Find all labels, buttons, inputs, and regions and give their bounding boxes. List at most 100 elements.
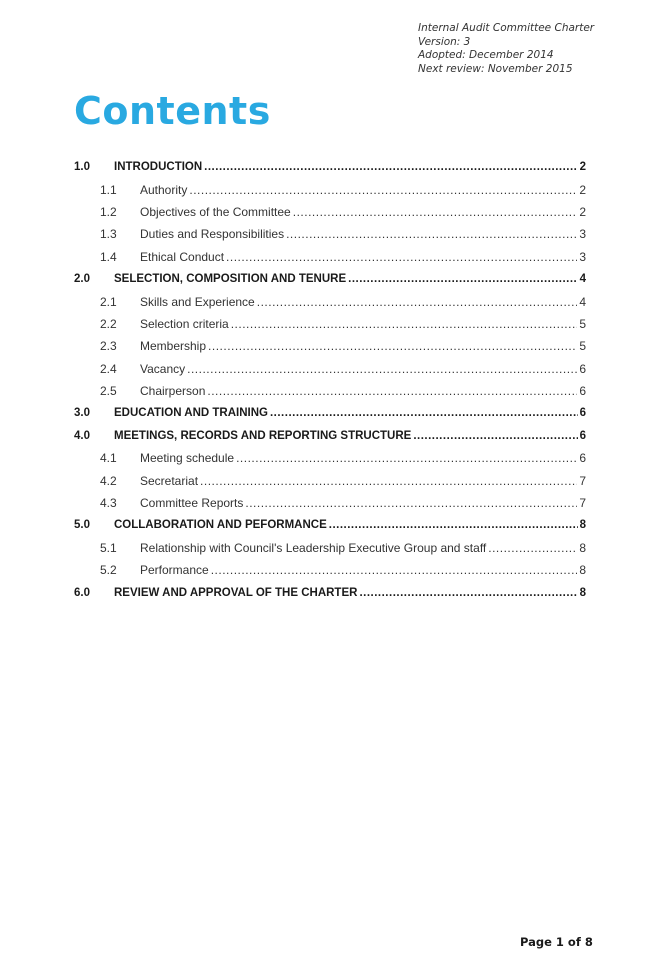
toc-entry-number: 4.1 <box>100 451 117 466</box>
toc-entry-label: Selection criteria <box>140 316 229 331</box>
toc-entry-label: INTRODUCTION <box>114 161 203 174</box>
toc-entry-label: Ethical Conduct <box>140 249 225 264</box>
toc-dot-leader <box>488 541 577 555</box>
toc-entry-page: 5 <box>579 339 586 354</box>
toc-entry-label: Skills and Experience <box>140 294 255 309</box>
toc-dot-leader <box>207 384 577 398</box>
toc-entry-page: 2 <box>579 182 586 197</box>
toc-dot-leader <box>211 563 578 577</box>
toc-section-entry[interactable]: 4.0 MEETINGS, RECORDS AND REPORTING STRUC… <box>74 425 586 447</box>
toc-dot-leader <box>329 519 578 531</box>
toc-entry-label: Performance <box>140 563 209 578</box>
toc-entry-label: Membership <box>140 339 207 354</box>
toc-entry-number: 5.0 <box>74 519 90 532</box>
toc-entry-page: 7 <box>579 473 586 488</box>
document-header: Internal Audit Committee Charter Version… <box>418 22 594 76</box>
toc-entry-page: 7 <box>579 496 586 511</box>
toc-dot-leader <box>231 317 578 331</box>
table-of-contents: 1.0 INTRODUCTION 2 1.1 Authority 2 1.2 Objectiv… <box>74 156 586 604</box>
toc-section-entry[interactable]: 3.0 EDUCATION AND TRAINING 6 <box>74 402 586 424</box>
toc-entry-number: 5.1 <box>100 540 117 555</box>
toc-entry-label: EDUCATION AND TRAINING <box>114 407 268 420</box>
toc-entry-page: 2 <box>579 204 586 219</box>
toc-subsection-entry[interactable]: 1.1 Authority 2 <box>74 178 586 200</box>
toc-entry-number: 6.0 <box>74 586 90 599</box>
document-adopted-date: Adopted: December 2014 <box>418 49 554 61</box>
toc-entry-page: 8 <box>579 519 586 532</box>
toc-dot-leader <box>226 250 577 264</box>
toc-entry-number: 1.2 <box>100 204 117 219</box>
toc-dot-leader <box>187 362 577 376</box>
toc-entry-number: 1.3 <box>100 227 117 242</box>
toc-entry-page: 6 <box>579 407 586 420</box>
toc-entry-page: 5 <box>579 316 586 331</box>
toc-dot-leader <box>293 205 578 219</box>
toc-entry-label: MEETINGS, RECORDS AND REPORTING STRUCTUR… <box>114 429 412 442</box>
toc-entry-page: 6 <box>579 451 586 466</box>
toc-entry-label: Duties and Responsibilities <box>140 227 285 242</box>
toc-entry-label: Committee Reports <box>140 496 244 511</box>
toc-dot-leader <box>348 273 577 285</box>
page-title: Contents <box>74 89 271 133</box>
toc-entry-number: 2.3 <box>100 339 117 354</box>
document-next-review: Next review: November 2015 <box>418 62 573 75</box>
toc-subsection-entry[interactable]: 4.1 Meeting schedule 6 <box>74 447 586 469</box>
toc-dot-leader <box>359 587 577 599</box>
toc-subsection-entry[interactable]: 1.3 Duties and Responsibilities 3 <box>74 223 586 245</box>
toc-entry-label: Secretariat <box>140 473 199 488</box>
toc-entry-page: 8 <box>579 586 586 599</box>
toc-dot-leader <box>413 430 577 442</box>
toc-entry-label: Authority <box>140 182 188 197</box>
toc-subsection-entry[interactable]: 1.2 Objectives of the Committee 2 <box>74 201 586 223</box>
document-version: Version: 3 <box>418 35 471 48</box>
toc-entry-page: 6 <box>579 429 586 442</box>
toc-entry-number: 2.5 <box>100 384 117 399</box>
toc-entry-page: 4 <box>579 273 586 286</box>
toc-dot-leader <box>200 474 577 488</box>
toc-subsection-entry[interactable]: 2.1 Skills and Experience 4 <box>74 290 586 312</box>
toc-subsection-entry[interactable]: 2.3 Membership 5 <box>74 335 586 357</box>
toc-subsection-entry[interactable]: 5.1 Relationship with Council's Leadershi… <box>74 537 586 559</box>
toc-entry-page: 2 <box>579 161 586 174</box>
toc-section-entry[interactable]: 1.0 INTRODUCTION 2 <box>74 156 586 178</box>
toc-entry-label: Meeting schedule <box>140 451 235 466</box>
toc-entry-label: Relationship with Council's Leadership E… <box>140 540 487 555</box>
toc-entry-number: 3.0 <box>74 407 90 420</box>
toc-entry-label: Chairperson <box>140 384 206 399</box>
toc-dot-leader <box>270 407 578 419</box>
toc-dot-leader <box>257 295 578 309</box>
toc-entry-page: 8 <box>579 563 586 578</box>
toc-subsection-entry[interactable]: 2.4 Vacancy 6 <box>74 358 586 380</box>
document-name: Internal Audit Committee Charter <box>418 22 595 34</box>
toc-entry-number: 2.1 <box>100 294 117 309</box>
toc-entry-number: 1.1 <box>100 182 117 197</box>
toc-entry-page: 3 <box>579 227 586 242</box>
toc-entry-label: Objectives of the Committee <box>140 204 291 219</box>
toc-entry-number: 1.0 <box>74 161 90 174</box>
toc-entry-number: 1.4 <box>100 249 117 264</box>
toc-entry-number: 2.4 <box>100 361 117 376</box>
toc-subsection-entry[interactable]: 2.5 Chairperson 6 <box>74 380 586 402</box>
toc-entry-page: 4 <box>579 294 586 309</box>
toc-entry-number: 2.0 <box>74 273 90 286</box>
toc-dot-leader <box>286 227 577 241</box>
toc-subsection-entry[interactable]: 5.2Performance8 <box>74 559 586 581</box>
toc-dot-leader <box>189 183 577 197</box>
toc-entry-page: 6 <box>579 384 586 399</box>
toc-dot-leader <box>204 161 577 173</box>
page-number: Page 1 of 8 <box>520 935 593 949</box>
toc-entry-number: 4.0 <box>74 429 90 442</box>
toc-entry-number: 4.2 <box>100 473 117 488</box>
toc-entry-label: Vacancy <box>140 361 186 376</box>
toc-entry-page: 6 <box>579 361 586 376</box>
toc-dot-leader <box>245 496 577 510</box>
toc-subsection-entry[interactable]: 4.2 Secretariat 7 <box>74 469 586 491</box>
toc-entry-page: 8 <box>579 540 586 555</box>
toc-dot-leader <box>236 451 577 465</box>
